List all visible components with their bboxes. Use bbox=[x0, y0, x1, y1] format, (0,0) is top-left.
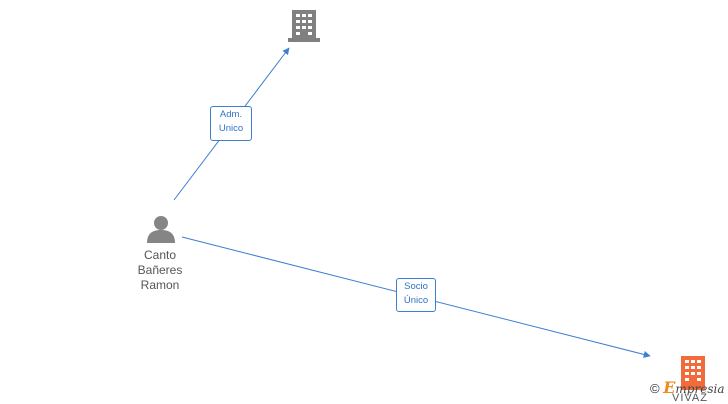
brand-logo: Empresia bbox=[663, 378, 725, 397]
person-name-line: Bañeres bbox=[137, 263, 183, 277]
watermark: © Empresia bbox=[650, 378, 724, 397]
person-name-line: Canto bbox=[143, 248, 177, 262]
copyright-symbol: © bbox=[650, 381, 660, 396]
edge-label-line: Socio bbox=[404, 281, 428, 292]
edge-label-socio-unico: Socio Único bbox=[396, 278, 436, 312]
edge-label-line: Unico bbox=[218, 123, 244, 134]
person-name-label[interactable]: Canto Bañeres Ramon bbox=[120, 248, 200, 293]
edge-label-line: Adm. bbox=[219, 109, 243, 120]
person-icon[interactable] bbox=[147, 216, 175, 243]
edge-label-line: Único bbox=[403, 295, 429, 306]
person-name-line: Ramon bbox=[140, 278, 180, 292]
edge-label-adm-unico: Adm. Unico bbox=[210, 106, 252, 141]
building-icon[interactable] bbox=[681, 356, 705, 390]
building-icon[interactable] bbox=[288, 10, 320, 42]
